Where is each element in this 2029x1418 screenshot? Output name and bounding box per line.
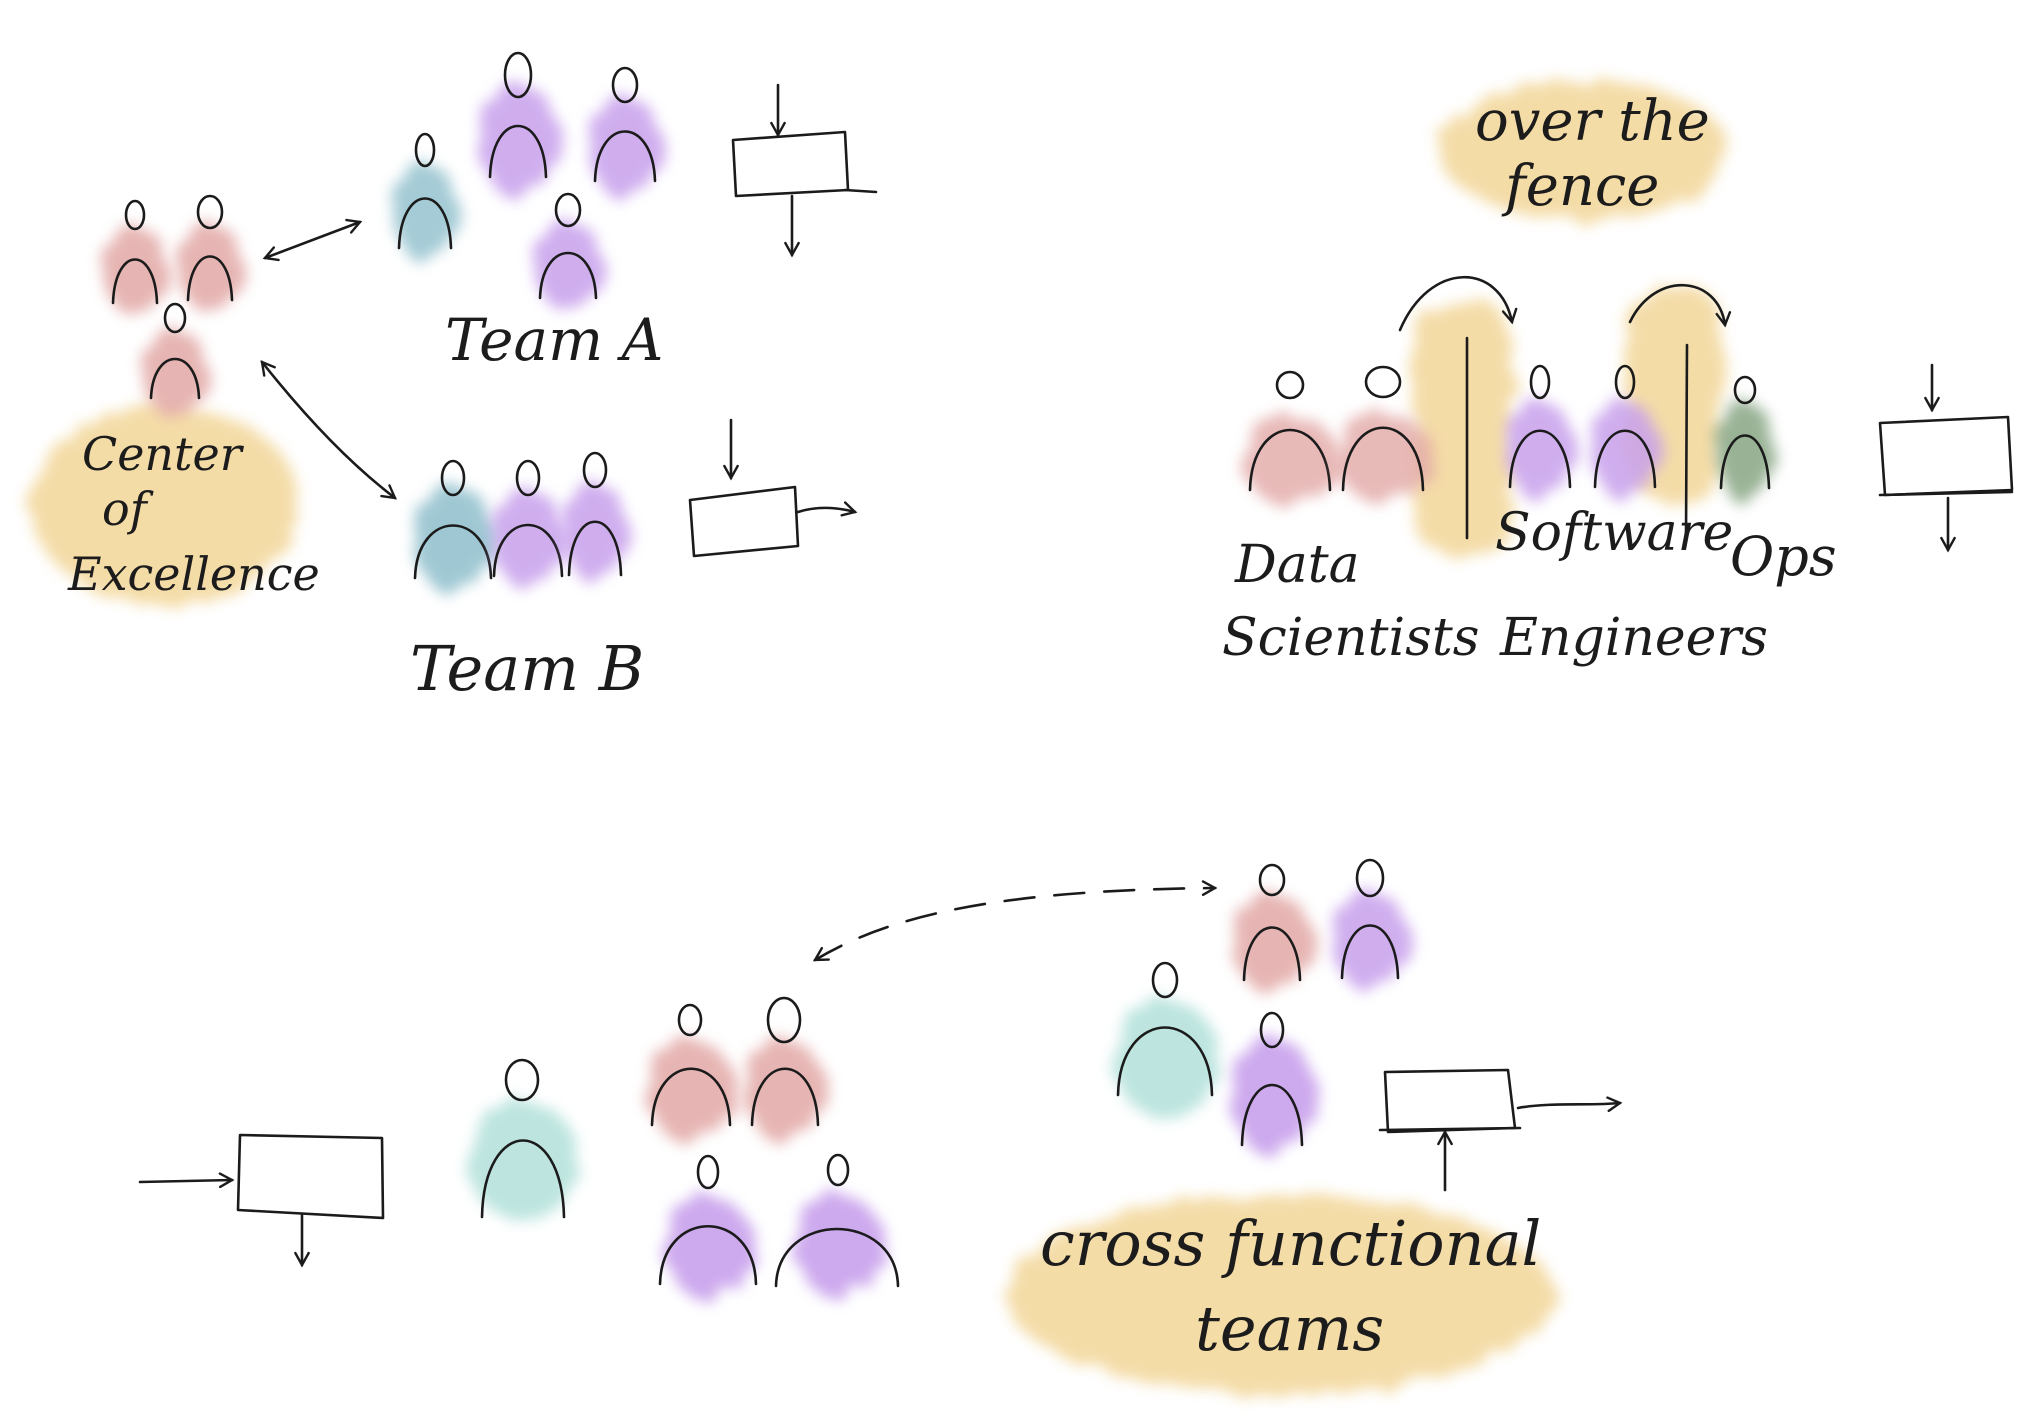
fence-title: over the fence	[1475, 89, 1728, 219]
cross-panel: cross functional teams	[138, 858, 1623, 1365]
person-icon	[534, 192, 602, 310]
fence-title-highlight	[1438, 80, 1728, 220]
team-b-process-box	[688, 418, 858, 558]
handoff-arrow-2	[1628, 283, 1732, 328]
person-icon	[478, 51, 558, 198]
person-icon	[178, 194, 242, 312]
team-a-process-box	[731, 83, 878, 258]
person-icon	[467, 1058, 577, 1220]
person-icon	[143, 302, 207, 418]
cross-output-process-box	[1378, 1068, 1623, 1192]
cross-dashed-arrow	[812, 880, 1218, 962]
data-scientists-label: Data Scientists	[1222, 535, 1479, 668]
person-icon	[1232, 863, 1312, 992]
person-icon	[393, 132, 457, 262]
fence-panel: over the fence	[1222, 89, 2014, 668]
person-icon	[1230, 1011, 1314, 1155]
fence-1-highlight	[1412, 300, 1512, 555]
coe-experts	[103, 194, 242, 418]
person-icon	[658, 1154, 758, 1299]
cross-label: cross functional teams	[1040, 1207, 1561, 1365]
person-icon	[1506, 364, 1574, 500]
person-icon	[563, 451, 627, 582]
cross-highlight	[1005, 1195, 1555, 1395]
person-icon	[413, 459, 493, 593]
person-icon	[744, 996, 824, 1142]
person-icon	[1332, 858, 1408, 990]
person-icon	[1591, 364, 1659, 500]
team-a-group	[393, 51, 661, 310]
person-icon	[646, 1003, 734, 1142]
person-icon	[589, 66, 661, 199]
person-icon	[103, 199, 167, 315]
cross-input-process-box	[138, 1133, 385, 1268]
ops-group	[1717, 375, 1773, 504]
team-b-group	[413, 451, 627, 593]
software-engineers-group	[1506, 364, 1659, 500]
coe-panel: Center of Excellence	[67, 51, 878, 705]
fence-process-box	[1878, 363, 2014, 553]
coe-label: Center of Excellence	[67, 427, 320, 601]
handoff-arrow-1	[1398, 276, 1518, 332]
person-icon	[1113, 961, 1217, 1118]
coe-team-a-arrow	[262, 218, 363, 262]
person-icon	[1717, 375, 1773, 504]
person-icon	[1335, 365, 1431, 502]
fence-2-line	[1684, 343, 1689, 537]
team-a-label: Team A	[445, 306, 663, 374]
coe-team-b-arrow	[260, 360, 397, 500]
cross-team-right	[1113, 858, 1408, 1155]
coe-highlight	[30, 405, 300, 605]
person-icon	[774, 1153, 900, 1297]
cross-team-left	[467, 996, 900, 1299]
person-icon	[1242, 370, 1338, 505]
team-b-label: Team B	[410, 632, 644, 705]
data-scientists-group	[1242, 365, 1431, 505]
ops-label: Ops	[1730, 525, 1837, 588]
person-icon	[492, 459, 564, 588]
software-engineers-label: Software Engineers	[1495, 503, 1768, 668]
highlight-layer	[30, 80, 1728, 1395]
